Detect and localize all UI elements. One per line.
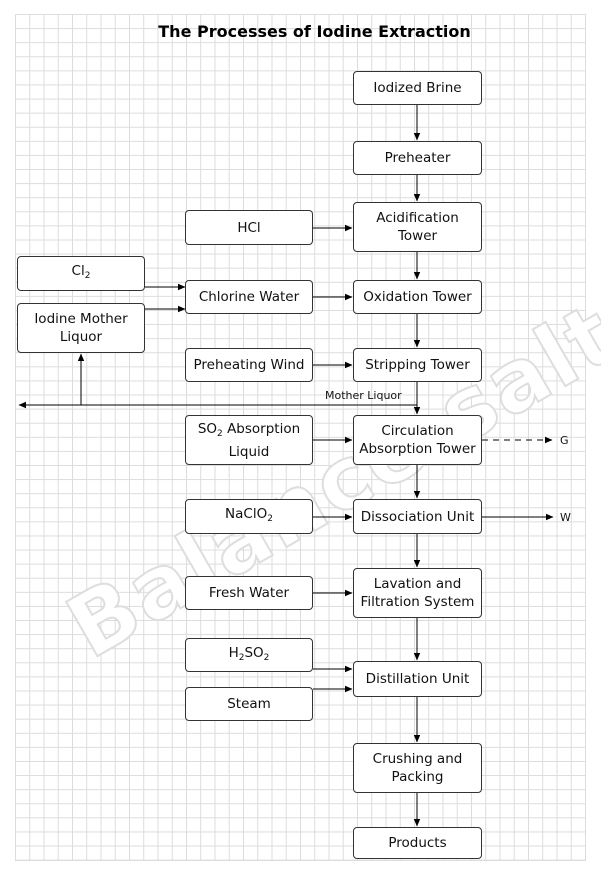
node-naclo2: NaClO2 — [185, 499, 313, 534]
label-output-g: G — [560, 434, 569, 447]
node-steam: Steam — [185, 687, 313, 721]
node-fresh-water: Fresh Water — [185, 576, 313, 610]
naclo2-label: NaClO2 — [225, 506, 273, 524]
label-mother-liquor: Mother Liquor — [325, 389, 402, 402]
node-preheating-wind: Preheating Wind — [185, 348, 313, 382]
node-preheater: Preheater — [353, 141, 482, 175]
label-output-w: W — [560, 511, 571, 524]
so2-absorption-label: SO2 Absorption Liquid — [197, 420, 301, 460]
diagram-title: The Processes of Iodine Extraction — [158, 22, 471, 41]
node-acidification-tower: Acidification Tower — [353, 202, 482, 252]
node-lavation-filtration: Lavation and Filtration System — [353, 568, 482, 618]
node-stripping-tower: Stripping Tower — [353, 348, 482, 382]
node-so2-absorption-liquid: SO2 Absorption Liquid — [185, 415, 313, 465]
node-distillation-unit: Distillation Unit — [353, 661, 482, 697]
cl2-label: Cl2 — [71, 263, 91, 281]
node-oxidation-tower: Oxidation Tower — [353, 280, 482, 314]
node-products: Products — [353, 827, 482, 859]
h2so2-label: H2SO2 — [228, 644, 270, 663]
node-iodized-brine: Iodized Brine — [353, 71, 482, 105]
node-dissociation-unit: Dissociation Unit — [353, 499, 482, 534]
node-h2so2: H2SO2 — [185, 638, 313, 672]
node-crushing-packing: Crushing and Packing — [353, 743, 482, 793]
node-iodine-mother-liquor: Iodine Mother Liquor — [17, 303, 145, 353]
node-circulation-absorption-tower: Circulation Absorption Tower — [353, 415, 482, 465]
node-cl2: Cl2 — [17, 256, 145, 291]
node-chlorine-water: Chlorine Water — [185, 280, 313, 314]
node-hcl: HCl — [185, 210, 313, 245]
